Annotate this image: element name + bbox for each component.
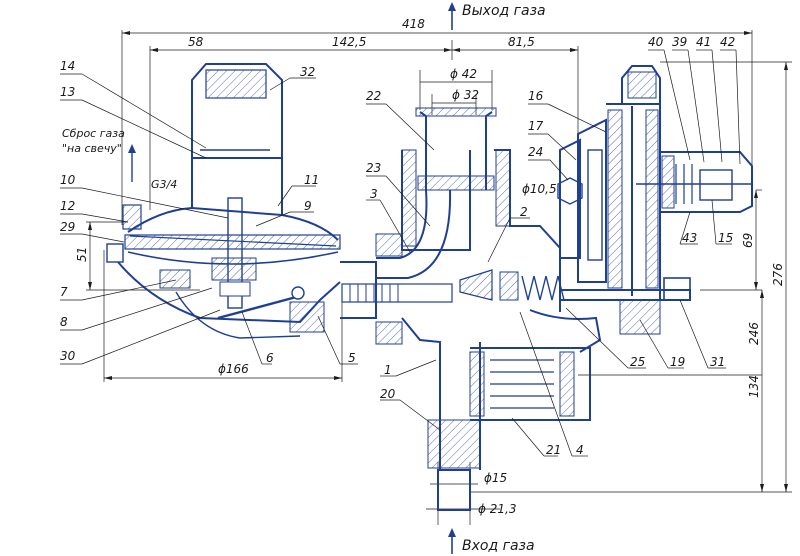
callout-2: 2: [520, 205, 528, 219]
vent-arrow: [128, 144, 136, 182]
callout-24: 24: [528, 145, 543, 159]
inlet-arrow: [448, 528, 456, 554]
dim-134: 134: [747, 375, 761, 398]
dim-81-5: 81,5: [508, 35, 535, 49]
callout-40: 40: [648, 35, 664, 49]
callout-13: 13: [60, 85, 75, 99]
dim-phi15: ϕ15: [484, 471, 507, 485]
dimension-arrows: [88, 31, 788, 492]
callout-11: 11: [304, 173, 319, 187]
callout-4: 4: [576, 443, 584, 457]
dimension-lines: [86, 30, 792, 525]
dim-51: 51: [75, 247, 89, 262]
callout-numbers: 14 13 10 12 29 7 8 30 32 11 9 6 5 22 23 …: [60, 35, 735, 457]
callout-41: 41: [696, 35, 711, 49]
inlet-label: Вход газа: [462, 538, 535, 554]
dim-phi32: ϕ 32: [452, 88, 479, 102]
callout-39: 39: [672, 35, 687, 49]
callout-43: 43: [682, 231, 697, 245]
dim-69: 69: [741, 233, 755, 248]
callout-7: 7: [60, 285, 68, 299]
dim-phi166: ϕ166: [218, 362, 249, 376]
dim-142-5: 142,5: [332, 35, 366, 49]
callout-25: 25: [630, 355, 645, 369]
callout-1: 1: [384, 363, 392, 377]
thread-label: G3/4: [151, 178, 177, 191]
dim-phi42: ϕ 42: [450, 67, 477, 81]
callout-29: 29: [60, 220, 75, 234]
dim-phi10-5: ϕ10,5: [522, 182, 557, 196]
dim-418: 418: [402, 17, 425, 31]
callout-9: 9: [304, 199, 312, 213]
callout-10: 10: [60, 173, 76, 187]
dim-58: 58: [188, 35, 204, 49]
callout-6: 6: [266, 351, 274, 365]
outlet-label: Выход газа: [462, 3, 546, 19]
callout-3: 3: [370, 187, 378, 201]
callout-12: 12: [60, 199, 75, 213]
callout-42: 42: [720, 35, 735, 49]
vent-label-line1: Сброс газа: [62, 127, 125, 140]
callout-21: 21: [546, 443, 561, 457]
outlet-arrow: [448, 2, 456, 30]
callout-5: 5: [348, 351, 356, 365]
callout-30: 30: [60, 349, 76, 363]
callout-20: 20: [380, 387, 396, 401]
valve-body: [340, 107, 602, 511]
vent-label-line2: "на свечу": [62, 142, 122, 155]
callout-23: 23: [366, 161, 381, 175]
callout-22: 22: [366, 89, 381, 103]
callout-8: 8: [60, 315, 68, 329]
callout-16: 16: [528, 89, 544, 103]
dim-246: 246: [747, 322, 761, 345]
dim-phi21-3: ϕ 21,3: [478, 502, 516, 516]
leader-lines: [60, 49, 741, 457]
dim-276: 276: [771, 263, 785, 286]
right-shutoff-valve: [557, 65, 753, 335]
callout-31: 31: [710, 355, 725, 369]
callout-15: 15: [718, 231, 733, 245]
callout-14: 14: [60, 59, 75, 73]
callout-32: 32: [300, 65, 315, 79]
callout-17: 17: [528, 119, 544, 133]
left-regulator: [106, 63, 341, 339]
callout-19: 19: [670, 355, 685, 369]
